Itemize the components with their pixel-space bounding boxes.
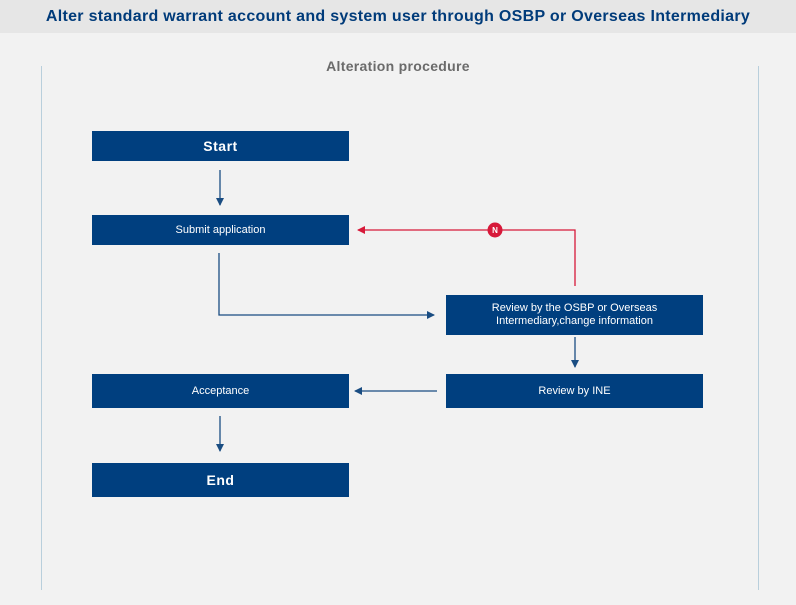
step-review-ine-label: Review by INE <box>538 385 611 397</box>
step-review-ine: Review by INE <box>446 374 703 408</box>
step-acceptance: Acceptance <box>92 374 349 408</box>
arrow-submit-to-review-osbp <box>218 253 435 319</box>
step-acceptance-label: Acceptance <box>191 385 250 397</box>
step-review-osbp-label: Review by the OSBP or Overseas Intermedi… <box>491 302 658 327</box>
step-end: End <box>92 463 349 497</box>
page-title: Alter standard warrant account and syste… <box>45 7 751 25</box>
step-end-label: End <box>206 472 235 488</box>
step-start-label: Start <box>203 138 238 154</box>
reject-badge: N <box>487 222 503 238</box>
step-submit-application: Submit application <box>92 215 349 245</box>
right-divider <box>758 66 759 590</box>
header-bar: Alter standard warrant account and syste… <box>0 0 796 33</box>
left-divider <box>41 66 42 590</box>
step-submit-application-label: Submit application <box>175 224 266 236</box>
diagram-subtitle: Alteration procedure <box>326 58 470 74</box>
step-review-osbp: Review by the OSBP or Overseas Intermedi… <box>446 295 703 335</box>
step-start: Start <box>92 131 349 161</box>
reject-badge-label: N <box>492 226 498 235</box>
arrow-reject-to-submit <box>357 226 576 286</box>
